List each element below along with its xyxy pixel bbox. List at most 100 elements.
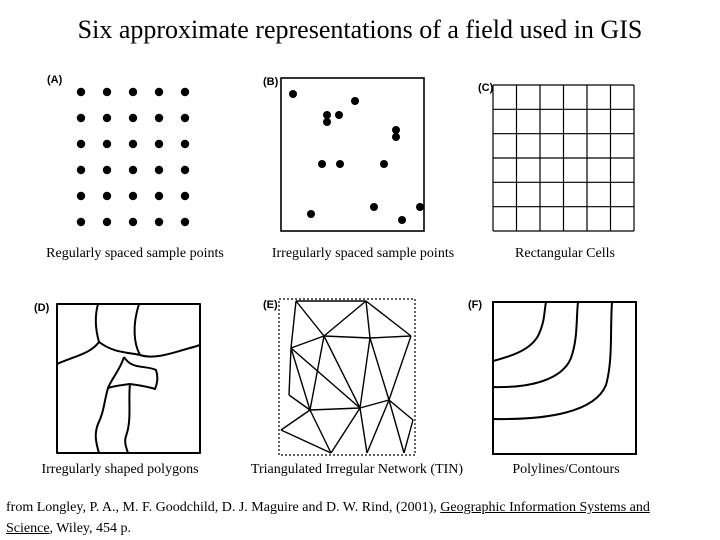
polygon-edge bbox=[124, 383, 131, 454]
tin-edge bbox=[359, 399, 390, 409]
sample-point bbox=[154, 113, 164, 123]
sample-point bbox=[392, 133, 400, 141]
sample-point bbox=[154, 87, 164, 97]
sample-point bbox=[307, 210, 315, 218]
sample-point bbox=[180, 87, 190, 97]
sample-point bbox=[154, 139, 164, 149]
sample-point bbox=[154, 191, 164, 201]
cell-grid bbox=[492, 84, 635, 232]
sample-point bbox=[102, 191, 112, 201]
tin-edge bbox=[323, 335, 361, 409]
contour-line bbox=[492, 301, 613, 421]
tin-edge bbox=[288, 394, 311, 411]
panel-b-letter: (B) bbox=[263, 76, 279, 88]
tin-edge bbox=[309, 409, 332, 454]
panel-d-letter: (D) bbox=[34, 302, 50, 314]
tin-edge bbox=[280, 429, 332, 454]
contour-line bbox=[492, 301, 547, 362]
contour-lines bbox=[492, 301, 637, 455]
sample-point bbox=[180, 165, 190, 175]
sample-point bbox=[128, 165, 138, 175]
sample-point bbox=[180, 139, 190, 149]
tin-edge bbox=[403, 419, 414, 454]
tin-edge bbox=[388, 335, 412, 401]
sample-point bbox=[76, 217, 86, 227]
triangle-edges bbox=[280, 300, 414, 454]
panel-b-caption: Irregularly spaced sample points bbox=[271, 246, 455, 261]
polygon-edge bbox=[94, 356, 125, 454]
contour-line bbox=[492, 301, 579, 389]
sample-point bbox=[128, 87, 138, 97]
panel-c-caption: Rectangular Cells bbox=[515, 246, 615, 261]
sample-point bbox=[335, 111, 343, 119]
panel-f-caption: Polylines/Contours bbox=[512, 462, 620, 477]
tin-edge bbox=[359, 337, 371, 409]
sample-point bbox=[102, 217, 112, 227]
panel-b-frame bbox=[280, 77, 425, 232]
sample-point bbox=[392, 126, 400, 134]
regular-point-grid bbox=[76, 87, 190, 227]
tin-edge bbox=[309, 407, 361, 411]
panel-a-letter: (A) bbox=[47, 74, 63, 86]
sample-point bbox=[128, 217, 138, 227]
tin-edge bbox=[366, 399, 390, 454]
panel-d-caption: Irregularly shaped polygons bbox=[41, 462, 199, 477]
sample-point bbox=[102, 87, 112, 97]
panel-e-caption: Triangulated Irregular Network (TIN) bbox=[250, 462, 464, 477]
irregular-point-set bbox=[289, 90, 424, 224]
sample-point bbox=[102, 113, 112, 123]
panel-c-letter: (C) bbox=[478, 82, 494, 94]
tin-edge bbox=[290, 347, 311, 411]
sample-point bbox=[351, 97, 359, 105]
sample-point bbox=[180, 113, 190, 123]
sample-point bbox=[370, 203, 378, 211]
sample-point bbox=[76, 87, 86, 97]
sample-point bbox=[289, 90, 297, 98]
citation-text: from Longley, P. A., M. F. Goodchild, D.… bbox=[6, 500, 441, 515]
polygon-edge bbox=[133, 303, 141, 356]
tin-edge bbox=[369, 337, 390, 401]
sample-point bbox=[416, 203, 424, 211]
sample-point bbox=[318, 160, 326, 168]
tin-edge bbox=[288, 347, 292, 396]
tin-edge bbox=[369, 335, 412, 339]
page-title: Six approximate representations of a fie… bbox=[77, 15, 643, 44]
sample-point bbox=[398, 216, 406, 224]
polygon-edge bbox=[123, 356, 159, 390]
sample-point bbox=[102, 165, 112, 175]
sample-point bbox=[336, 160, 344, 168]
sample-point bbox=[128, 113, 138, 123]
tin-edge bbox=[290, 335, 325, 349]
sample-point bbox=[76, 165, 86, 175]
tin-edge bbox=[295, 300, 325, 337]
polygon-boundaries bbox=[56, 303, 201, 454]
tin-edge bbox=[290, 347, 361, 409]
sample-point bbox=[128, 191, 138, 201]
tin-edge bbox=[365, 300, 412, 337]
sample-point bbox=[323, 118, 331, 126]
tin-edge bbox=[388, 399, 414, 421]
tin-edge bbox=[309, 335, 325, 411]
sample-point bbox=[76, 113, 86, 123]
tin-edge bbox=[388, 399, 405, 454]
citation-publisher: , Wiley, 454 p. bbox=[49, 521, 132, 536]
sample-point bbox=[323, 111, 331, 119]
panel-d-frame bbox=[56, 303, 201, 454]
sample-point bbox=[102, 139, 112, 149]
sample-point bbox=[180, 191, 190, 201]
tin-edge bbox=[323, 335, 371, 339]
sample-point bbox=[180, 217, 190, 227]
panel-f-letter: (F) bbox=[468, 299, 483, 311]
polygon-edge bbox=[98, 341, 201, 358]
sample-point bbox=[128, 139, 138, 149]
panel-e-letter: (E) bbox=[263, 299, 278, 311]
tin-edge bbox=[280, 409, 311, 431]
polygon-edge bbox=[107, 383, 131, 389]
sample-point bbox=[154, 165, 164, 175]
